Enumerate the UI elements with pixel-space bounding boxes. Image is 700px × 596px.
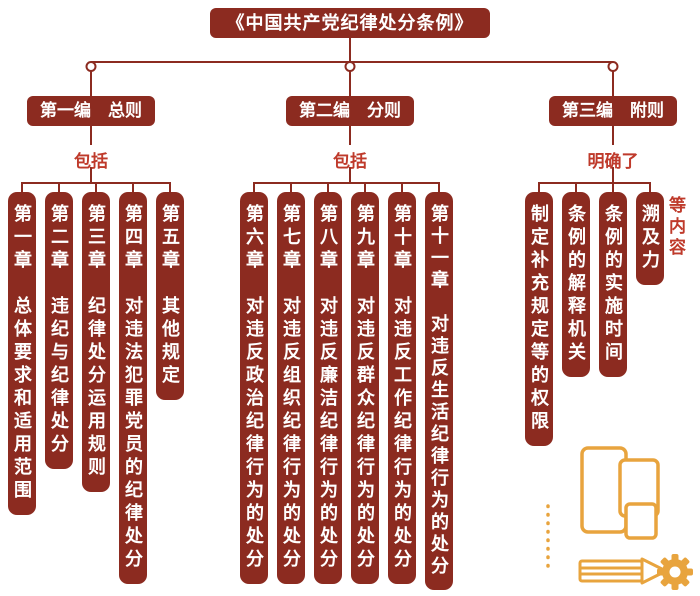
appendix-box-3: 条例的实施时间 (599, 192, 627, 377)
branch-box-part2: 第二编 分则 (286, 96, 414, 126)
suffix-note: 等内容 (666, 196, 685, 259)
branch-relation-label-3: 明确了 (587, 152, 639, 171)
chapter-box-10: 第十章 对违反工作纪律行为的处分 (388, 192, 416, 584)
phone-icon (624, 502, 658, 540)
chapter-box-5: 第五章 其他规定 (156, 192, 184, 400)
chapter-box-6: 第六章 对违反政治纪律行为的处分 (240, 192, 268, 584)
chapter-box-7: 第七章 对违反组织纪律行为的处分 (277, 192, 305, 584)
pencil-icon (578, 557, 668, 585)
devices-pencil-gear-illustration (546, 446, 693, 590)
chapter-box-1: 第一章 总体要求和适用范围 (8, 192, 36, 515)
chapter-box-3: 第三章 纪律处分运用规则 (82, 192, 110, 492)
appendix-box-1: 制定补充规定等的权限 (525, 192, 553, 446)
appendix-box-2: 条例的解释机关 (562, 192, 590, 377)
branch-box-part1: 第一编 总则 (27, 96, 155, 126)
chart-title: 《中国共产党纪律处分条例》 (210, 8, 490, 38)
branch-relation-label-1: 包括 (74, 152, 108, 171)
branch-relation-label-2: 包括 (333, 152, 367, 171)
chapter-box-8: 第八章 对违反廉洁纪律行为的处分 (314, 192, 342, 584)
chapter-box-11: 第十一章 对违反生活纪律行为的处分 (425, 192, 453, 590)
appendix-box-4: 溯及力 (636, 192, 664, 285)
chapter-box-4: 第四章 对违法犯罪党员的纪律处分 (119, 192, 147, 584)
chapter-box-2: 第二章 违纪与纪律处分 (45, 192, 73, 469)
chapter-box-9: 第九章 对违反群众纪律行为的处分 (351, 192, 379, 584)
gear-icon (657, 554, 693, 590)
branch-box-part3: 第三编 附则 (549, 96, 677, 126)
